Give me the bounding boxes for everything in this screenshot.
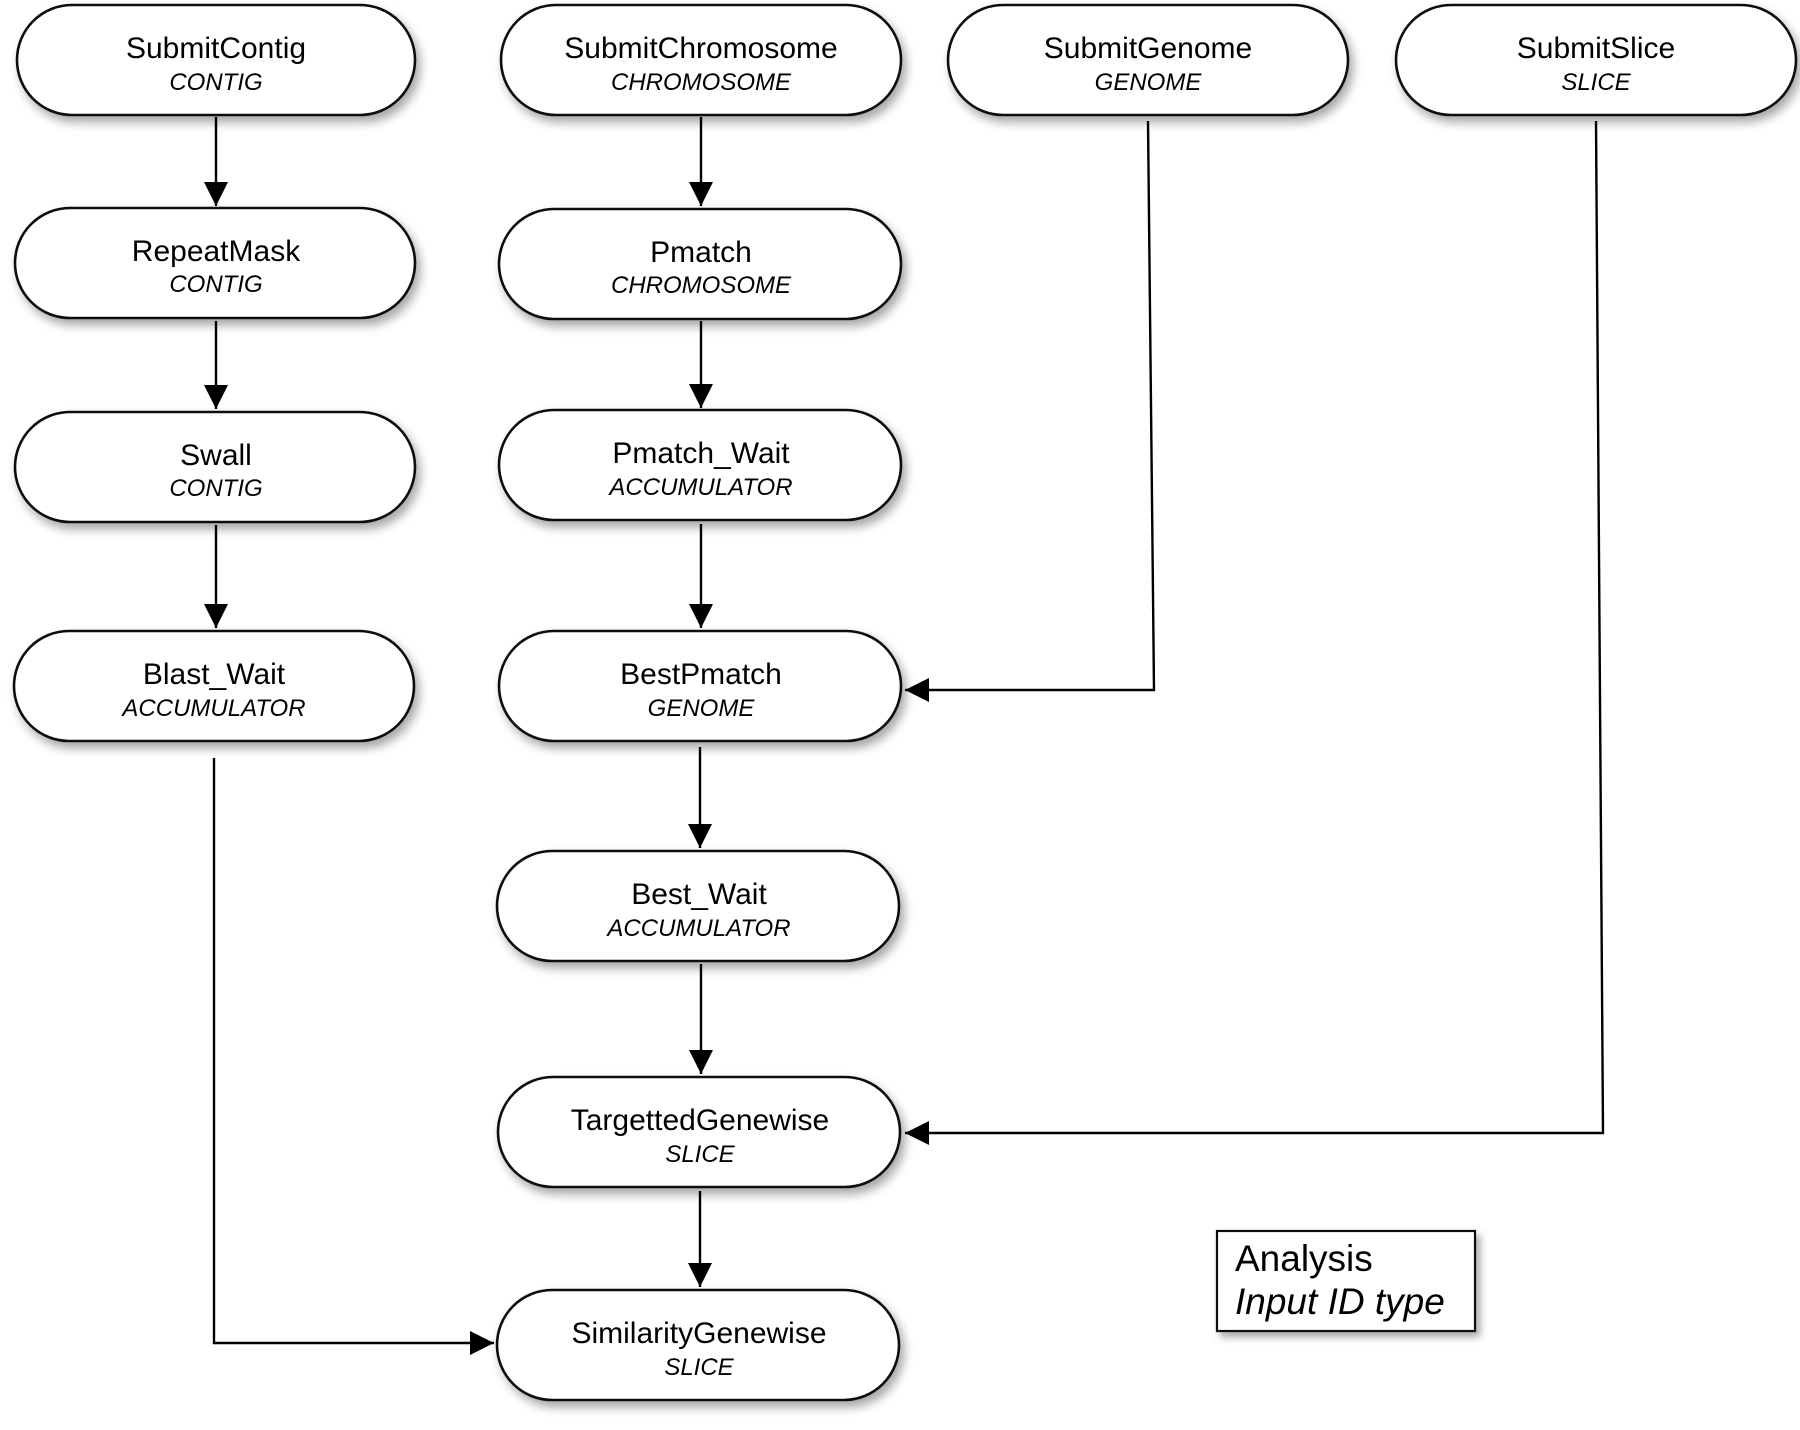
node-shape (497, 207, 903, 321)
legend-subtitle: Input ID type (1235, 1281, 1445, 1322)
node-shape (12, 629, 416, 743)
node-input-type: CONTIG (169, 69, 262, 96)
node-name: Best_Wait (631, 878, 767, 911)
node-best-wait: Best_Wait ACCUMULATOR (495, 849, 901, 963)
node-best-pmatch: BestPmatch GENOME (497, 629, 903, 743)
nodes-layer: SubmitContig CONTIG SubmitChromosome CHR… (12, 3, 1798, 1402)
node-input-type: CHROMOSOME (611, 69, 792, 96)
node-name: TargettedGenewise (571, 1104, 830, 1137)
node-pmatch-wait: Pmatch_Wait ACCUMULATOR (497, 408, 903, 522)
node-swall: Swall CONTIG (13, 410, 417, 524)
node-submit-slice: SubmitSlice SLICE (1394, 3, 1798, 117)
edge-blastwait-similaritygenewise (212, 758, 494, 1355)
legend-title: Analysis (1235, 1238, 1373, 1279)
node-submit-genome: SubmitGenome GENOME (946, 3, 1350, 117)
node-name: SubmitChromosome (564, 32, 837, 65)
node-input-type: CONTIG (169, 475, 262, 502)
node-name: SubmitGenome (1044, 32, 1252, 65)
node-shape (499, 3, 903, 117)
node-shape (496, 1075, 902, 1189)
node-input-type: ACCUMULATOR (605, 915, 790, 942)
node-input-type: SLICE (664, 1354, 734, 1381)
node-input-type: GENOME (1095, 69, 1203, 96)
node-blast-wait: Blast_Wait ACCUMULATOR (12, 629, 416, 743)
node-shape (946, 3, 1350, 117)
node-input-type: CHROMOSOME (611, 272, 792, 299)
legend-box (1215, 1229, 1477, 1333)
node-shape (497, 408, 903, 522)
node-input-type: SLICE (665, 1141, 735, 1168)
node-pmatch: Pmatch CHROMOSOME (497, 207, 903, 321)
node-input-type: ACCUMULATOR (607, 474, 792, 501)
node-shape (497, 629, 903, 743)
node-name: SubmitContig (126, 32, 306, 65)
node-shape (15, 3, 417, 117)
node-repeat-mask: RepeatMask CONTIG (13, 206, 417, 320)
edge-submitslice-targettedgenewise (905, 120, 1605, 1145)
node-input-type: ACCUMULATOR (120, 695, 305, 722)
node-name: RepeatMask (132, 235, 301, 268)
node-submit-chromosome: SubmitChromosome CHROMOSOME (499, 3, 903, 117)
edges-layer (204, 117, 1605, 1355)
node-name: Blast_Wait (143, 658, 286, 691)
node-name: BestPmatch (620, 658, 782, 691)
node-input-type: CONTIG (169, 271, 262, 298)
node-shape (495, 1288, 901, 1402)
node-shape (13, 206, 417, 320)
node-targetted-genewise: TargettedGenewise SLICE (496, 1075, 902, 1189)
node-shape (1394, 3, 1798, 117)
node-name: Pmatch_Wait (612, 437, 790, 470)
node-shape (13, 410, 417, 524)
node-input-type: SLICE (1561, 69, 1631, 96)
node-submit-contig: SubmitContig CONTIG (15, 3, 417, 117)
node-input-type: GENOME (648, 695, 756, 722)
node-shape (495, 849, 901, 963)
node-name: Swall (180, 439, 252, 472)
edge-submitgenome-bestpmatch (905, 120, 1156, 702)
node-similarity-genewise: SimilarityGenewise SLICE (495, 1288, 901, 1402)
node-name: SimilarityGenewise (571, 1317, 826, 1350)
node-name: Pmatch (650, 236, 752, 269)
legend: Analysis Input ID type (1215, 1229, 1477, 1333)
node-name: SubmitSlice (1517, 32, 1675, 65)
